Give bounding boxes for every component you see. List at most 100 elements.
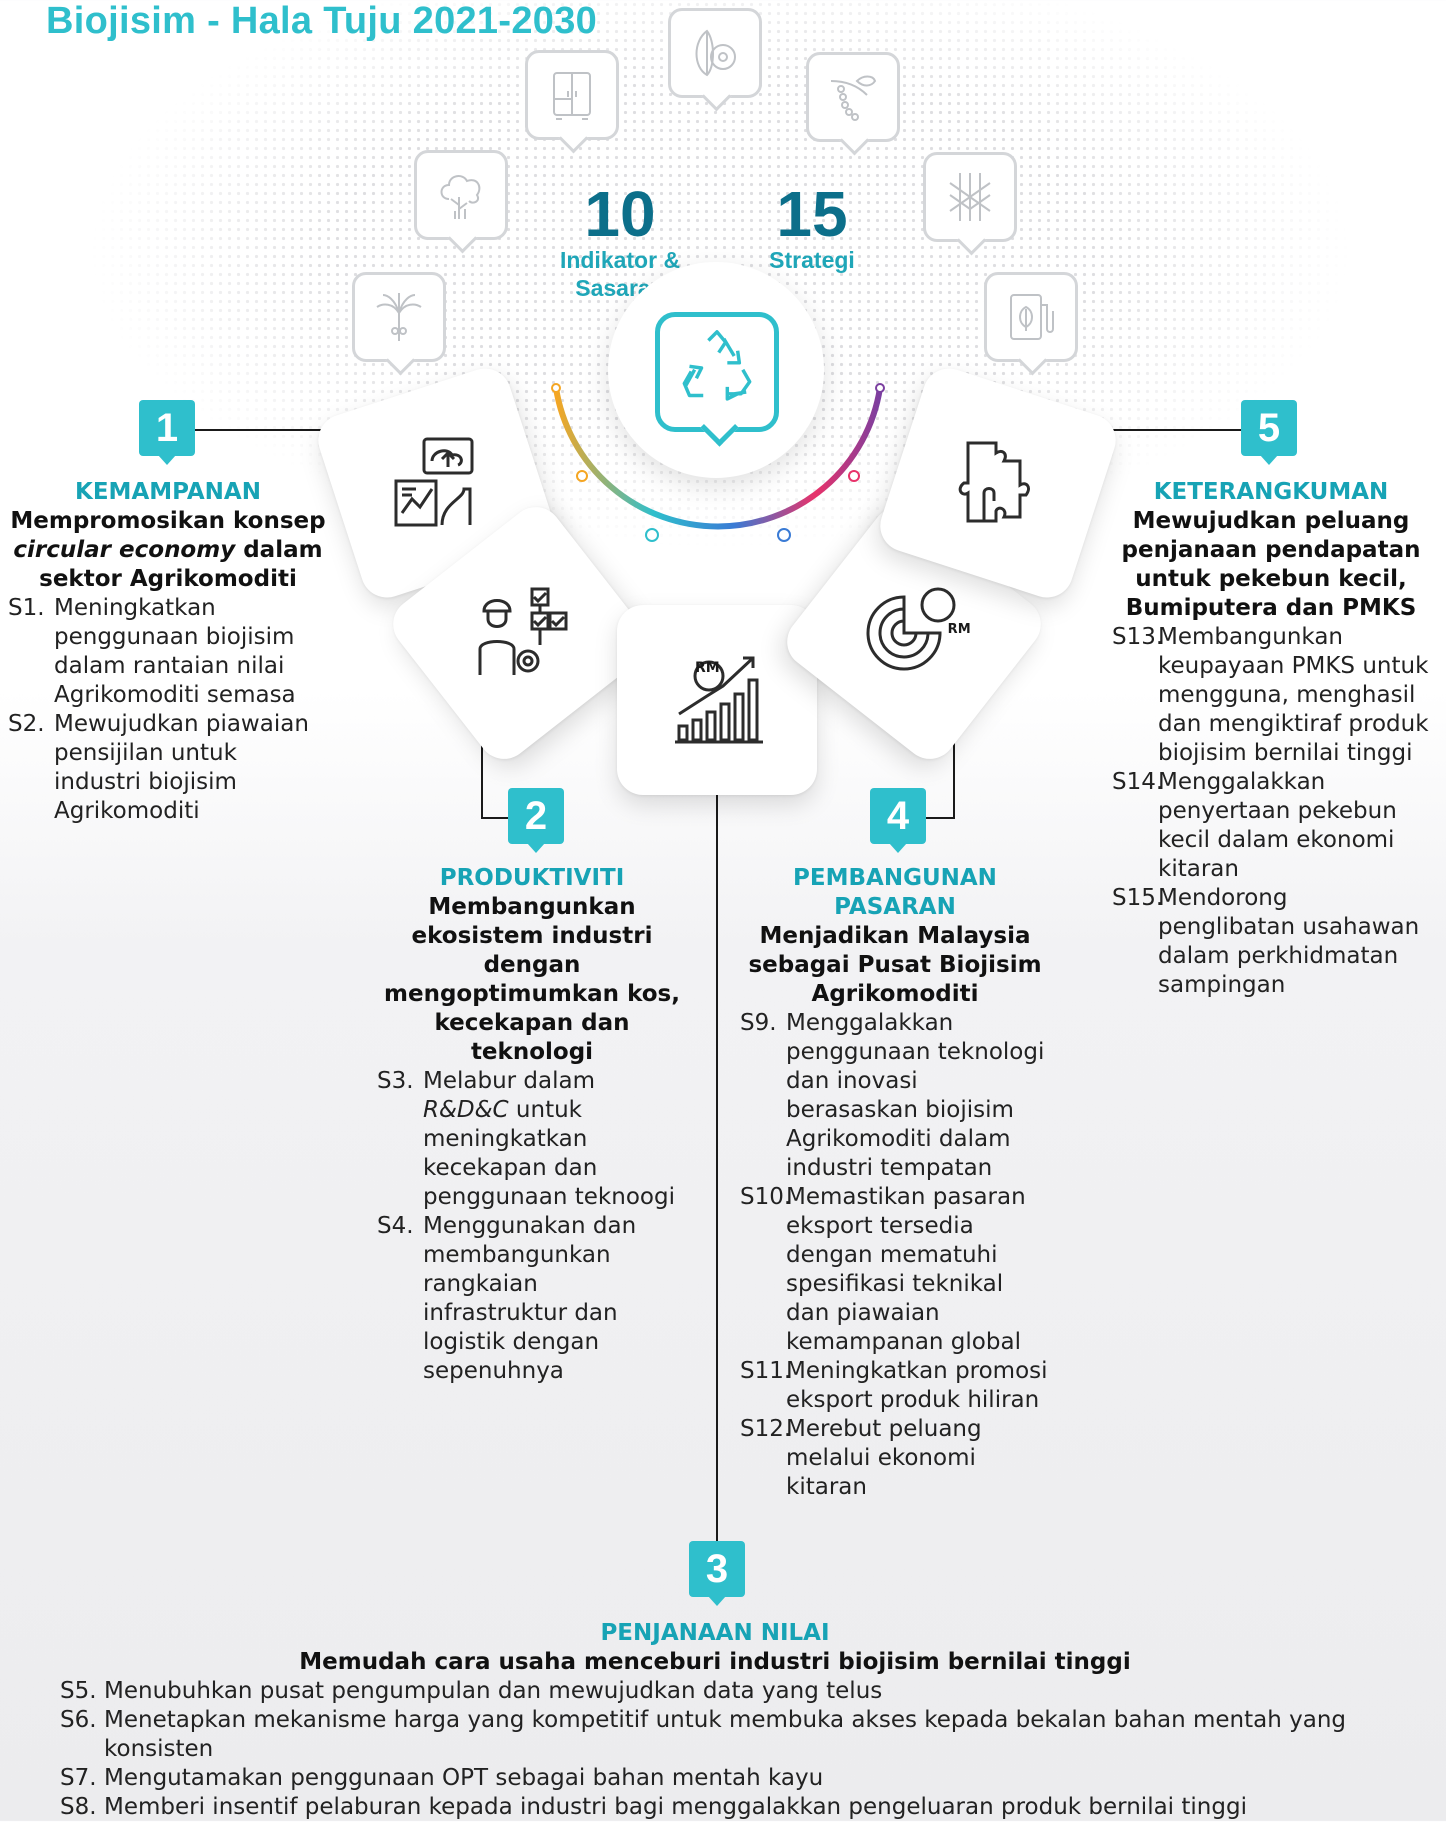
section-1-subtitle: Mempromosikan konsep circular economy da…	[8, 507, 328, 594]
strategy-text: Menggunakan dan membangunkan rangkaian i…	[423, 1213, 637, 1384]
stat-strategi-number: 15	[776, 178, 848, 250]
bubble-tree	[414, 150, 508, 240]
strategy-text: Menggalakkan penyertaan pekebun kecil da…	[1158, 769, 1397, 882]
connector-2-h	[481, 817, 511, 819]
section-1-heading: KEMAMPANAN	[75, 479, 261, 505]
strategy-text: Menubuhkan pusat pengumpulan dan mewujud…	[104, 1678, 883, 1704]
section-2-subtitle: Membangunkan ekosistem industri dengan m…	[384, 894, 680, 1065]
recycle-icon	[682, 330, 752, 401]
strategy-text: Menggalakkan penggunaan teknologi dan in…	[786, 1010, 1045, 1181]
connector-5	[1095, 429, 1245, 431]
section-1-sub-a: Mempromosikan konsep	[10, 508, 326, 534]
connector-2-v	[481, 690, 483, 818]
arc-node-5	[848, 470, 860, 482]
strategy-code: S2.	[8, 711, 45, 737]
petal-kemampanan	[311, 361, 561, 605]
strategy-s13: S13.Membangunkan keupayaan PMKS untuk me…	[1112, 623, 1430, 768]
palm-tree-icon	[376, 293, 422, 341]
arc-node-1	[551, 383, 561, 393]
arc-node-4	[777, 528, 791, 542]
section-produktiviti: PRODUKTIVITI Membangunkan ekosistem indu…	[377, 864, 687, 1386]
biofuel-icon	[1010, 294, 1054, 340]
stat-indikator: 10 Indikator & Sasaran	[540, 182, 700, 302]
strategy-s1: S1.Meningkatkan penggunaan biojisim dala…	[8, 594, 328, 710]
strategy-text: Mendorong penglibatan usahawan dalam per…	[1158, 885, 1420, 998]
stat-indikator-label: Indikator & Sasaran	[559, 247, 681, 301]
strategy-code: S10.	[740, 1184, 792, 1210]
strategy-s8: S8. Memberi insentif pelaburan kepada ind…	[60, 1793, 1390, 1822]
section-4-heading: PEMBANGUNAN PASARAN	[793, 865, 997, 920]
worker-gears-icon	[478, 587, 568, 675]
strategy-text: Mewujudkan piawaian pensijilan untuk ind…	[54, 711, 309, 824]
pepper-icon	[830, 75, 877, 121]
strategy-s2: S2. Mewujudkan piawaian pensijilan untuk …	[8, 710, 328, 826]
strategy-code: S6.	[60, 1707, 97, 1733]
rm-target-icon	[866, 587, 956, 671]
strategy-code: S14.	[1112, 769, 1164, 795]
stat-strategi: 15 Strategi	[752, 182, 872, 274]
strategy-text-em: R&D&C	[423, 1097, 509, 1123]
strategy-text: untuk meningkatkan kecekapan dan penggun…	[423, 1097, 675, 1210]
digital-growth-icon	[394, 437, 474, 527]
number-badge-1: 1	[139, 400, 195, 465]
strategy-s7: S7. Mengutamakan penggunaan OPT sebagai b…	[60, 1764, 1390, 1793]
tree-icon	[440, 175, 481, 219]
section-keterangkuman: KETERANGKUMAN Mewujudkan peluang penjana…	[1112, 478, 1430, 1000]
bubble-palm	[352, 272, 446, 362]
strategy-code: S7.	[60, 1765, 97, 1791]
strategy-code: S4.	[377, 1213, 414, 1239]
strategy-s11: S11.Meningkatkan promosi eksport produk …	[740, 1357, 1050, 1415]
strategy-text: Mengutamakan penggunaan OPT sebagai baha…	[104, 1765, 824, 1791]
hand-puzzle-icon	[958, 441, 1030, 523]
strategy-text: Memastikan pasaran eksport tersedia deng…	[786, 1184, 1026, 1355]
strategy-s4: S4. Menggunakan dan membangunkan rangkaia…	[377, 1212, 687, 1386]
strategy-text: Melabur dalam	[423, 1068, 596, 1094]
section-kemampanan: KEMAMPANAN Mempromosikan konsep circular…	[8, 478, 328, 826]
strategy-code: S8.	[60, 1794, 97, 1820]
connector-4-h	[925, 817, 955, 819]
number-badge-5: 5	[1241, 400, 1297, 465]
section-5-subtitle: Mewujudkan peluang penjanaan pendapatan …	[1121, 508, 1421, 621]
strategy-code: S3.	[377, 1068, 414, 1094]
section-3-subtitle: Memudah cara usaha menceburi industri bi…	[299, 1649, 1131, 1675]
bubble-cabinet	[525, 50, 619, 140]
rm-label-target: RM	[947, 622, 971, 638]
bubble-kenaf	[923, 152, 1017, 242]
petal-pembangunan-pasaran: RM	[776, 496, 1052, 770]
petal-keterangkuman	[873, 361, 1123, 605]
strategy-s15: S15.Mendorong penglibatan usahawan dalam…	[1112, 884, 1430, 1000]
strategy-text: Memberi insentif pelaburan kepada indust…	[104, 1794, 1247, 1820]
section-3-heading: PENJANAAN NILAI	[600, 1620, 830, 1646]
section-penjanaan-nilai: PENJANAAN NILAI Memudah cara usaha mence…	[60, 1619, 1390, 1822]
bubble-pepper	[806, 52, 900, 142]
cabinet-icon	[553, 72, 591, 120]
strategy-s3: S3. Melabur dalam R&D&C untuk meningkatka…	[377, 1067, 687, 1212]
strategy-code: S15.	[1112, 885, 1164, 911]
page-title: Biojisim - Hala Tuju 2021-2030	[46, 0, 598, 42]
stat-strategi-label: Strategi	[769, 247, 855, 273]
arc-node-2	[576, 470, 588, 482]
arc-node-3	[645, 528, 659, 542]
strategy-s5: S5.Menubuhkan pusat pengumpulan dan mewu…	[60, 1677, 1390, 1706]
strategy-code: S12.	[740, 1416, 792, 1442]
stat-indikator-number: 10	[584, 178, 656, 250]
progress-arc	[551, 383, 885, 542]
section-pembangunan-pasaran: PEMBANGUNAN PASARAN Menjadikan Malaysia …	[740, 864, 1050, 1502]
strategy-code: S11.	[740, 1358, 792, 1384]
strategy-code: S1.	[8, 595, 45, 621]
strategy-code: S13.	[1112, 624, 1164, 650]
section-5-heading: KETERANGKUMAN	[1153, 479, 1389, 505]
petal-penjanaan-nilai: RM	[617, 605, 817, 795]
rm-growth-chart-icon	[675, 656, 763, 744]
arc-node-6	[875, 383, 885, 393]
strategy-s12: S12.Merebut peluang melalui ekonomi kita…	[740, 1415, 1050, 1502]
connector-1	[190, 429, 340, 431]
strategy-s6: S6.Menetapkan mekanisme harga yang kompe…	[60, 1706, 1390, 1764]
number-badge-3: 3	[689, 1541, 745, 1606]
number-badge-4: 4	[870, 788, 926, 853]
recycle-badge	[655, 312, 779, 432]
section-1-sub-b: dalam sektor Agrikomoditi	[39, 537, 323, 592]
rm-label: RM	[695, 660, 720, 676]
bubble-cocoa	[668, 8, 762, 98]
number-badge-2: 2	[508, 788, 564, 853]
